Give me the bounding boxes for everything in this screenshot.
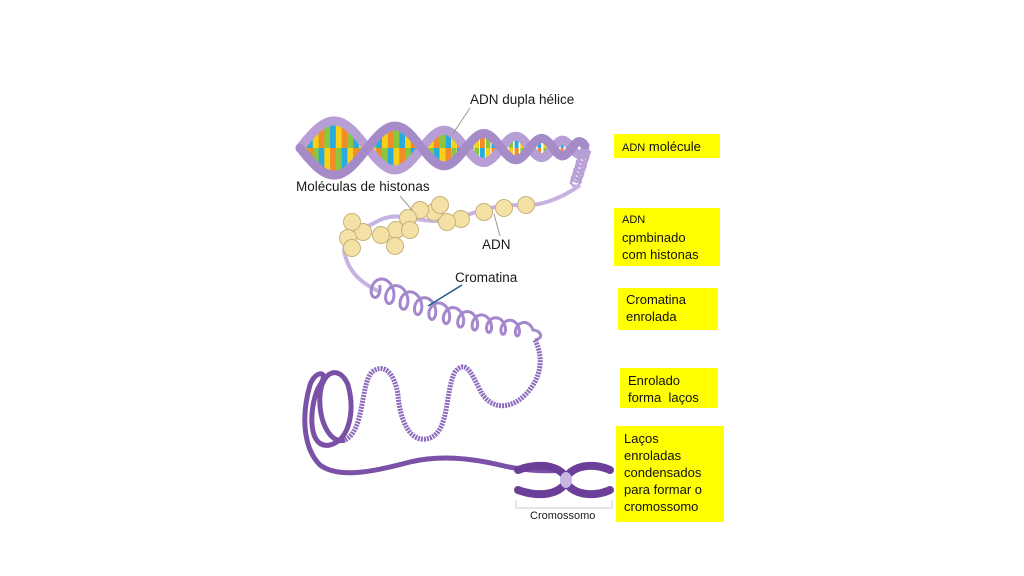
base-pair [433,132,440,148]
base-pair [330,120,339,148]
label-histone-molecules: Moléculas de histonas [296,179,430,194]
centromere [560,472,572,488]
dna-tail-coil [569,148,592,187]
base-pair [387,126,395,148]
stage-dna-histones-line1: ADN [622,214,646,226]
looped-fiber-thin [343,338,543,443]
base-pair [485,148,491,162]
base-pair [347,129,356,148]
label-chromosome: Cromossomo [530,510,596,522]
base-pair [307,134,316,148]
solenoid-fiber [369,277,543,342]
base-pair [433,148,440,164]
dna-double-helix [295,116,592,187]
chromosome-bracket [515,500,613,509]
stage-coiled-chromatin: Cromatina enrolada [618,288,718,330]
base-pair [405,132,412,148]
stage-condensed-line2: enroladas [624,448,682,463]
helix-strand-b [295,121,590,180]
stage-loops-line1: Enrolado [628,373,681,388]
stage-coiled-chromatin-line1: Cromatina [626,292,686,307]
base-pair [324,121,333,148]
histone-bead [343,213,361,231]
base-pair [439,148,446,166]
base-pair [405,148,412,164]
stage-dna-histones-line3: com histonas [622,247,699,262]
stage-condensed-line3: condensados [624,465,702,480]
stage-dna-molecule: ADN molécule [614,134,720,158]
helix-strand-a [295,116,590,175]
histone-bead [517,196,535,214]
base-pair [393,126,401,148]
base-pair [335,148,344,175]
base-pair [347,148,356,167]
base-pair [514,136,519,148]
stage-dna-molecule-line2: molécule [648,139,701,154]
histone-bead [431,196,449,214]
stage-condensed-line4: para formar o [624,482,703,497]
stage-condensed-line5: cromossomo [624,499,699,514]
base-pair [439,130,446,148]
label-dna: ADN [482,237,511,252]
looped-fiber-thick [302,370,561,476]
pointer-helix [451,107,471,136]
histone-bead [475,203,493,221]
base-pair [399,128,406,148]
stage-dna-molecule-line1: ADN [622,142,646,154]
stage-dna-histones-line2: cpmbinado [622,230,686,245]
histone-bead [372,226,390,244]
base-pair [387,148,395,170]
stage-dna-histones: ADN cpmbinado com histonas [614,208,720,266]
base-pair [381,129,390,148]
histone-bead [438,213,456,231]
base-pair [485,134,491,148]
base-pair [341,124,350,148]
base-pair [312,148,322,168]
base-pair [451,134,457,148]
stage-loops-line2: forma laços [628,390,699,405]
coiled-chromatin [369,277,543,342]
stage-condensed: Laços enroladas condensados para formar … [616,426,724,522]
histone-bead [343,239,361,257]
histone-bead [386,237,404,255]
base-pair [399,148,406,168]
base-pair [479,133,485,148]
base-pair [312,128,322,148]
base-pair [376,133,384,148]
base-pair [330,148,339,176]
base-pair [324,148,333,175]
stage-coiled-chromatin-line2: enrolada [626,309,677,324]
stage-condensed-line1: Laços [624,431,659,446]
looped-fiber [302,338,561,476]
label-chromatin: Cromatina [455,270,518,285]
base-pair [376,148,384,163]
base-pair [514,148,519,160]
pointer-dna [493,213,501,237]
chromosome [514,461,614,509]
base-pair [381,148,390,167]
pointer-chromatin [427,284,463,307]
base-pair [479,148,485,163]
base-pair [445,148,452,166]
pointer-histones [399,195,413,211]
nucleosome-strand [339,183,582,294]
histone-bead [401,221,419,239]
base-pair [445,130,452,148]
base-pair [451,148,457,162]
label-dna-double-helix: ADN dupla hélice [470,92,575,107]
base-pair [341,148,350,172]
base-pair [307,148,316,162]
base-pair [335,121,344,148]
base-pair [318,124,328,148]
base-pair [393,148,401,170]
stage-loops: Enrolado forma laços [620,368,718,408]
base-pair [318,148,328,172]
histone-bead [495,199,513,217]
histone-beads [339,196,535,257]
